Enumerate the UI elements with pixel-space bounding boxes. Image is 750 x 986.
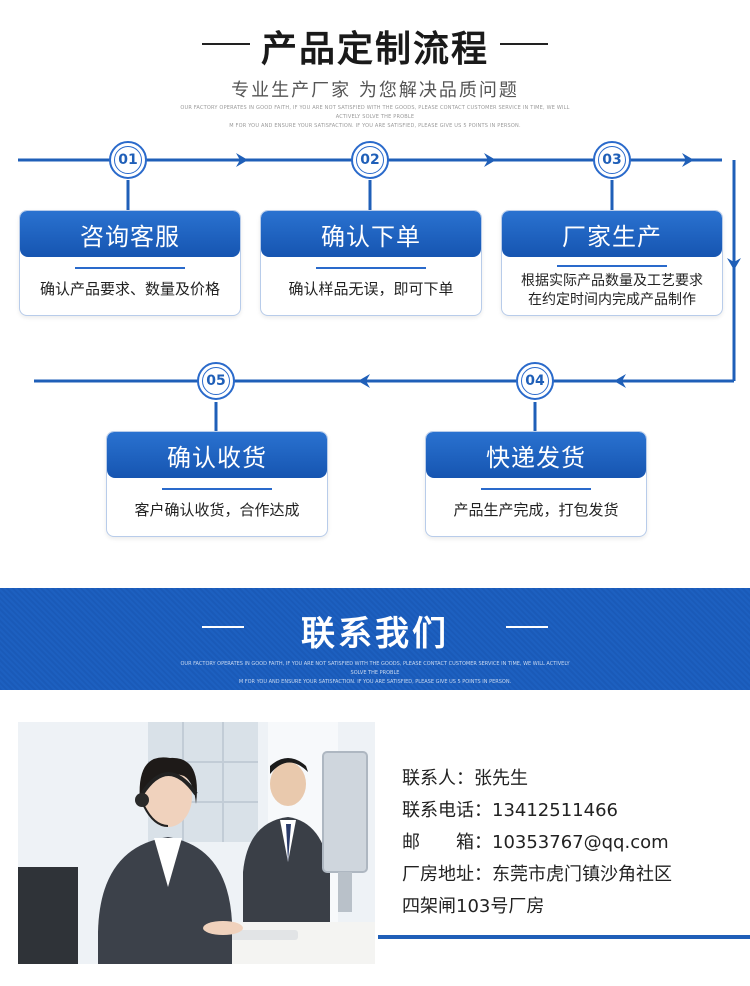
step-number-04: 04 [516, 362, 554, 400]
step-card-production: 厂家生产 根据实际产品数量及工艺要求 在约定时间内完成产品制作 [501, 210, 723, 316]
contact-underline [378, 935, 750, 939]
chevron-left-icon [358, 374, 370, 388]
step-card-shipping: 快递发货 产品生产完成，打包发货 [425, 431, 647, 537]
step-card-title: 咨询客服 [20, 211, 240, 257]
step-number-02: 02 [351, 141, 389, 179]
contact-address-cont: 四架闸103号厂房 [402, 896, 545, 917]
chevron-right-icon [484, 153, 496, 167]
step-card-title: 厂家生产 [502, 211, 722, 257]
contact-address: 厂房地址：东莞市虎门镇沙角社区 [402, 864, 672, 885]
divider [162, 488, 272, 490]
step-number-label: 05 [202, 367, 230, 395]
banner-rule-left [202, 626, 244, 628]
page-subtitle: 专业生产厂家 为您解决品质问题 [231, 80, 519, 101]
step-number-label: 03 [598, 146, 626, 174]
step-number-01: 01 [109, 141, 147, 179]
divider [316, 267, 426, 269]
title-rule-left [202, 43, 250, 45]
step-number-label: 04 [521, 367, 549, 395]
banner-rule-right [506, 626, 548, 628]
step-card-title: 确认收货 [107, 432, 327, 478]
step-card-desc: 确认样品无误，即可下单 [288, 280, 454, 298]
step-card-desc: 确认产品要求、数量及价格 [39, 280, 220, 298]
step-number-05: 05 [197, 362, 235, 400]
chevron-right-icon [682, 153, 694, 167]
flow-arrows [236, 153, 741, 388]
contact-phone[interactable]: 联系电话：13412511466 [402, 800, 618, 821]
customer-service-illustration [18, 722, 375, 964]
step-card-title: 确认下单 [261, 211, 481, 257]
step-card-desc: 客户确认收货，合作达成 [134, 501, 300, 519]
fine-print-line: M FOR YOU AND ENSURE YOUR SATISFACTION. … [238, 679, 512, 685]
contact-banner: 联系我们 OUR FACTORY OPERATES IN GOOD FAITH,… [0, 588, 750, 690]
contact-person: 联系人：张先生 [402, 768, 528, 789]
step-card-consult: 咨询客服 确认产品要求、数量及价格 [19, 210, 241, 316]
divider [481, 488, 591, 490]
banner-fine-print: OUR FACTORY OPERATES IN GOOD FAITH, IF Y… [180, 660, 570, 687]
divider [75, 267, 185, 269]
chevron-right-icon [236, 153, 248, 167]
step-card-desc: 产品生产完成，打包发货 [453, 501, 619, 519]
customer-service-photo [18, 722, 375, 964]
fine-print-line: OUR FACTORY OPERATES IN GOOD FAITH, IF Y… [180, 661, 570, 676]
step-number-03: 03 [593, 141, 631, 179]
chevron-left-icon [614, 374, 626, 388]
step-card-order: 确认下单 确认样品无误，即可下单 [260, 210, 482, 316]
chevron-down-icon [727, 258, 741, 270]
step-card-receipt: 确认收货 客户确认收货，合作达成 [106, 431, 328, 537]
step-card-title: 快递发货 [426, 432, 646, 478]
step-card-desc: 根据实际产品数量及工艺要求 在约定时间内完成产品制作 [521, 273, 703, 308]
fine-print-line: M FOR YOU AND ENSURE YOUR SATISFACTION. … [229, 123, 521, 129]
divider [557, 265, 667, 267]
page-title: 产品定制流程 [260, 29, 489, 70]
contact-email[interactable]: 邮 箱：10353767@qq.com [402, 832, 669, 853]
step-number-label: 01 [114, 146, 142, 174]
title-rule-right [500, 43, 548, 45]
step-number-label: 02 [356, 146, 384, 174]
header-fine-print: OUR FACTORY OPERATES IN GOOD FAITH, IF Y… [180, 104, 570, 131]
fine-print-line: OUR FACTORY OPERATES IN GOOD FAITH, IF Y… [180, 105, 570, 120]
contact-title: 联系我们 [301, 614, 449, 654]
